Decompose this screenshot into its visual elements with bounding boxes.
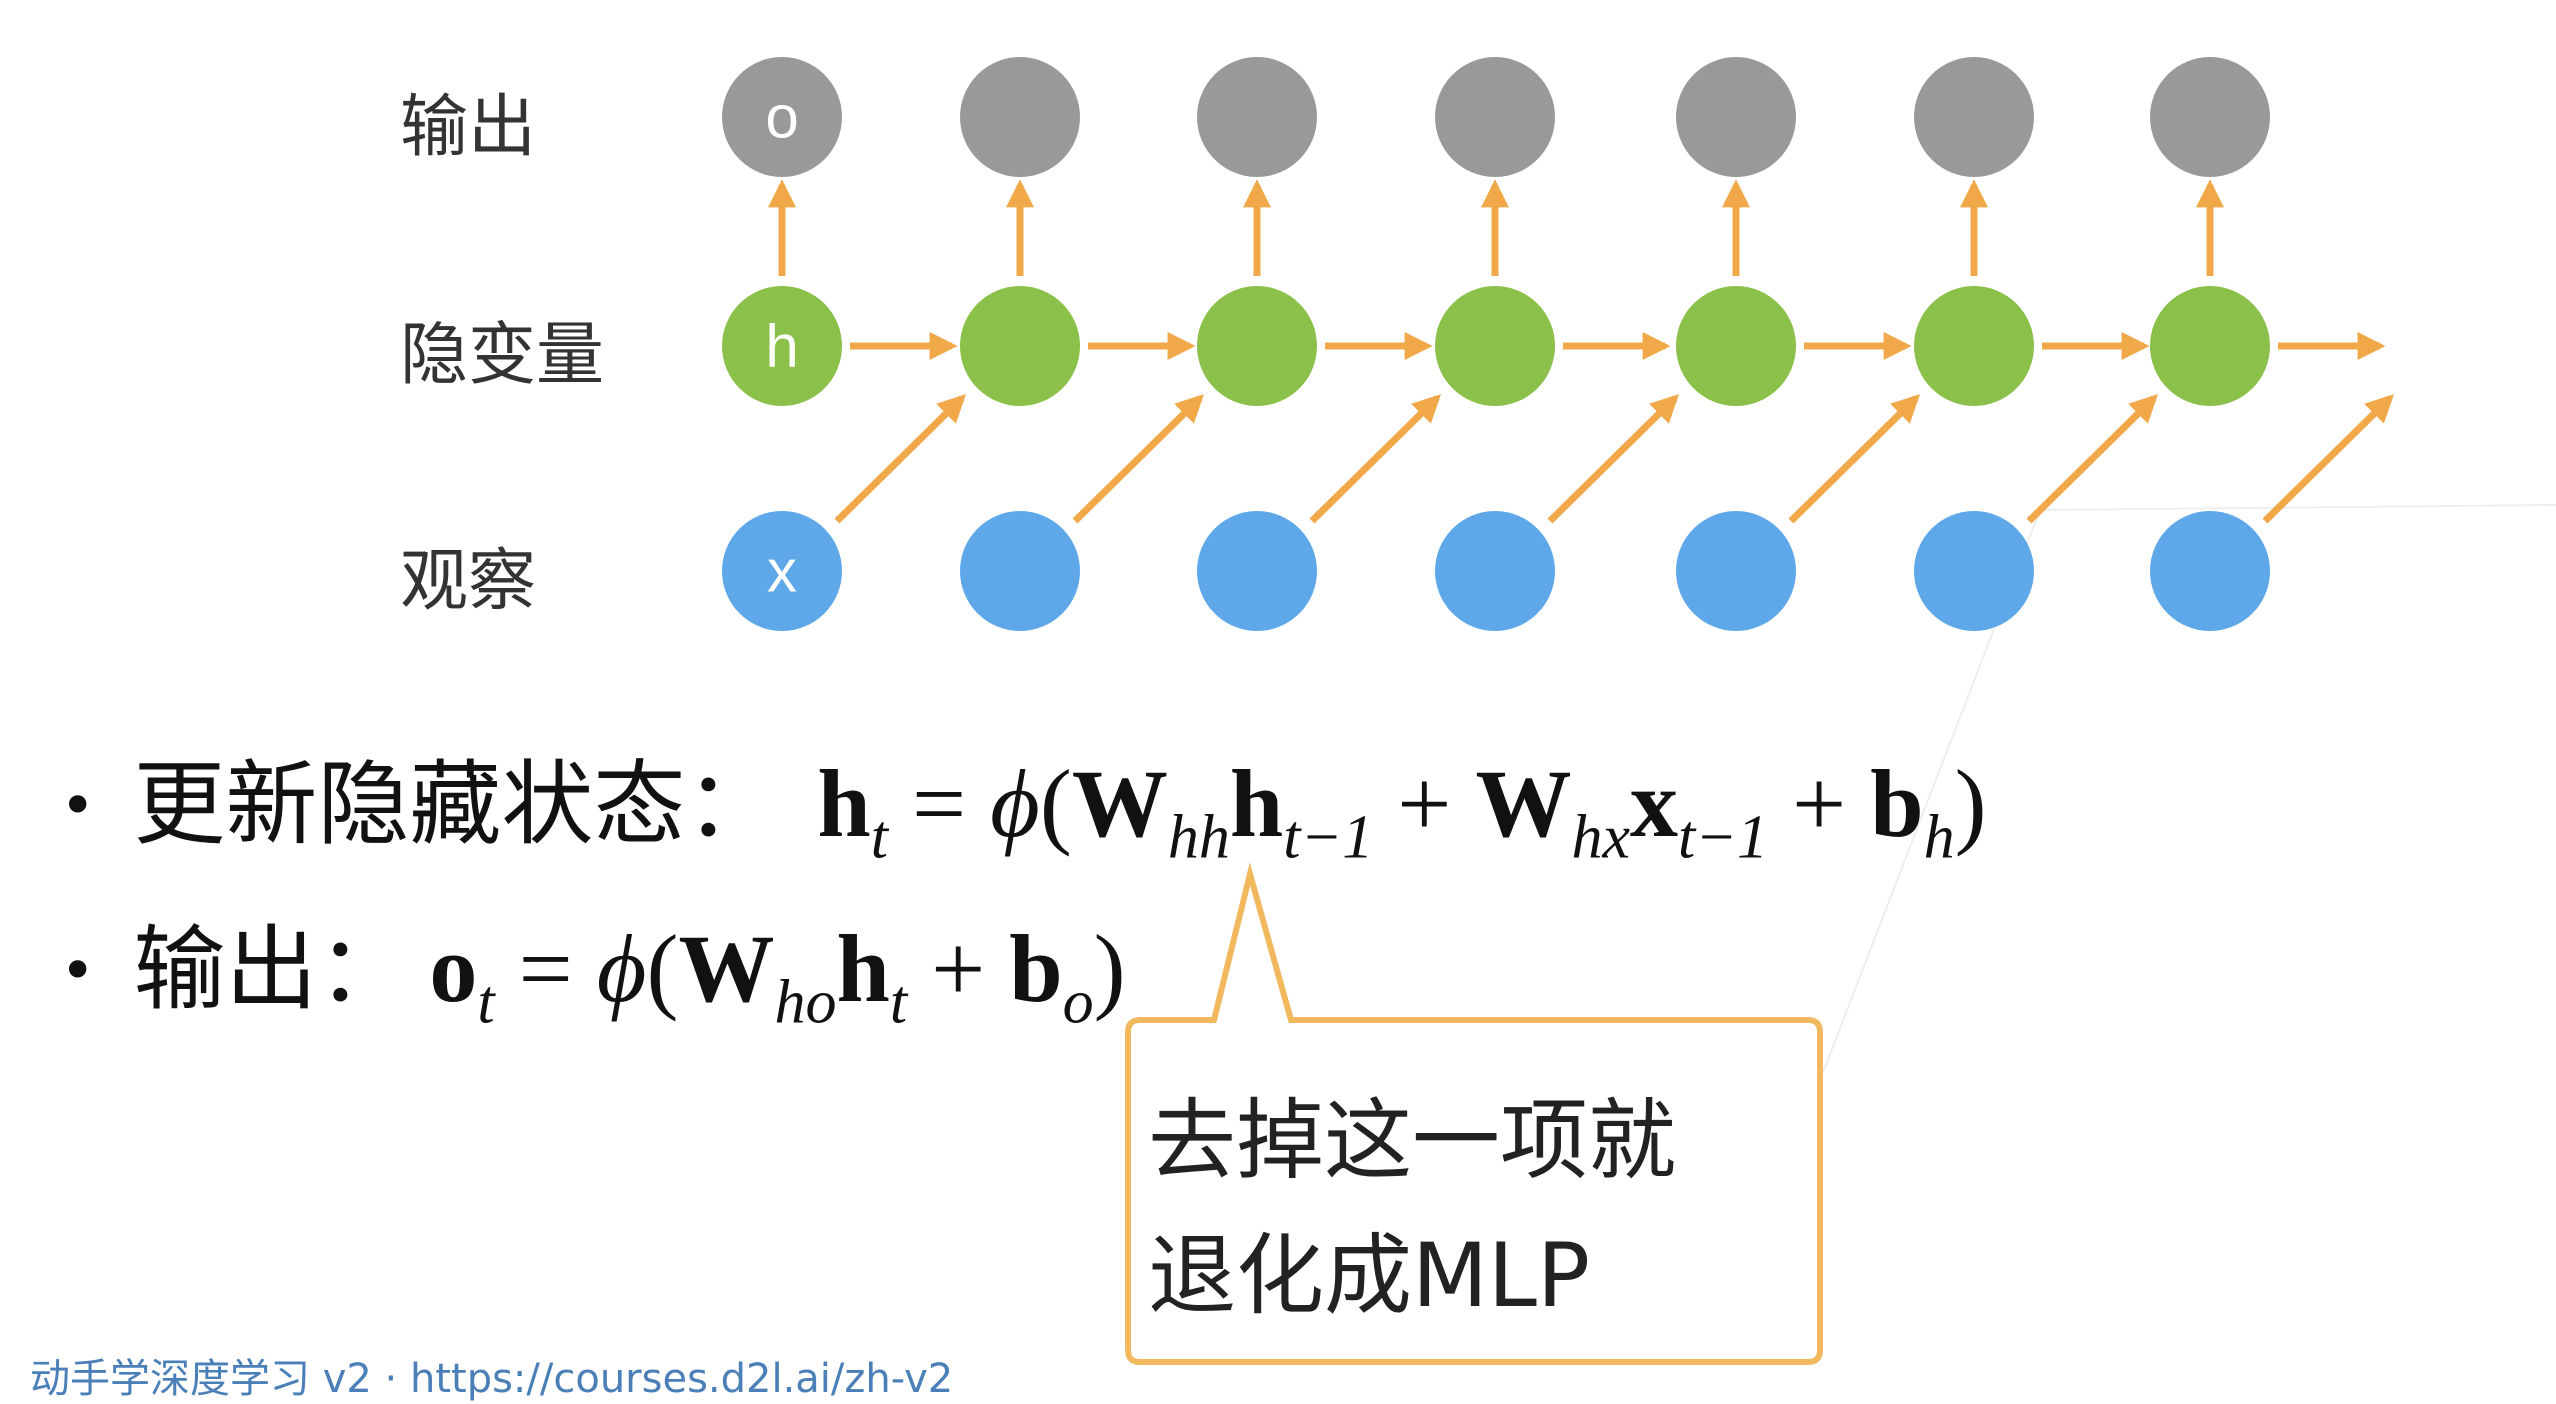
observation-node <box>1914 511 2034 631</box>
hidden-node <box>960 286 1080 406</box>
rnn-diagram: 输出 隐变量 观察 o h x <box>400 57 2556 1365</box>
bullet-label: 更新隐藏状态： <box>133 751 778 858</box>
bullet-dot: • <box>60 936 96 1006</box>
arrow <box>1788 394 1920 524</box>
formula-hidden-update: ht = ϕ(Whhht−1 + Whxxt−1 + bh) <box>817 750 1987 872</box>
row-label-observation: 观察 <box>400 542 536 621</box>
node-letter-o: o <box>765 84 798 151</box>
node-letter-h: h <box>765 313 798 380</box>
bullet-dot: • <box>60 771 96 841</box>
observation-node <box>722 511 842 631</box>
arrow <box>1072 394 1204 524</box>
bullet-output: • 输出： ot = ϕ(Whoht + bo) <box>60 895 1126 1039</box>
output-node <box>960 57 1080 177</box>
arrow <box>1547 394 1679 524</box>
arrow <box>834 394 966 524</box>
hidden-node <box>1676 286 1796 406</box>
footer-link[interactable]: 动手学深度学习 v2 · https://courses.d2l.ai/zh-v… <box>30 1356 954 1402</box>
output-node <box>1914 57 2034 177</box>
output-node <box>722 57 842 177</box>
observation-node <box>960 511 1080 631</box>
observation-node <box>2150 511 2270 631</box>
arrow <box>1309 394 1441 524</box>
hidden-node <box>2150 286 2270 406</box>
row-label-hidden: 隐变量 <box>400 316 604 395</box>
hidden-node <box>1914 286 2034 406</box>
row-label-output: 输出 <box>400 88 536 167</box>
output-node <box>1435 57 1555 177</box>
hidden-node <box>1197 286 1317 406</box>
formula-output: ot = ϕ(Whoht + bo) <box>429 915 1126 1037</box>
callout-line-2: 退化成MLP <box>1148 1224 1591 1327</box>
hidden-node <box>722 286 842 406</box>
callout-line-1: 去掉这一项就 <box>1148 1089 1677 1192</box>
arrow <box>2026 394 2158 524</box>
observation-node <box>1676 511 1796 631</box>
arrow <box>2262 394 2394 524</box>
bullet-label: 输出： <box>133 916 410 1023</box>
node-letter-x: x <box>767 538 797 605</box>
faint-line <box>2039 504 2556 511</box>
observation-node <box>1197 511 1317 631</box>
output-node <box>2150 57 2270 177</box>
output-node <box>1676 57 1796 177</box>
observation-node <box>1435 511 1555 631</box>
hidden-node <box>1435 286 1555 406</box>
callout-bubble <box>1125 862 1823 1365</box>
output-node <box>1197 57 1317 177</box>
bullet-update-hidden: • 更新隐藏状态： ht = ϕ(Whhht−1 + Whxxt−1 + bh) <box>60 730 1987 874</box>
